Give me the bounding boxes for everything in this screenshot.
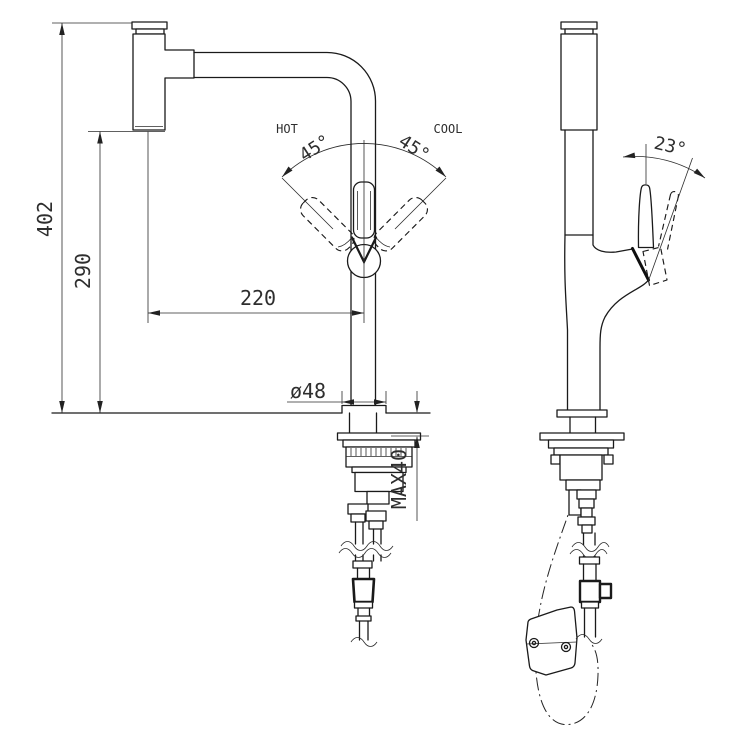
side-undercounter xyxy=(539,432,625,644)
dim-290: 290 xyxy=(71,253,95,289)
side-shank xyxy=(569,416,597,434)
dim-max40: MAX40 xyxy=(387,449,411,509)
side-hose-break-end xyxy=(575,634,603,644)
cool-angle: 45° xyxy=(395,131,434,166)
hose-tube-2 xyxy=(357,607,371,617)
side-spout-cap xyxy=(560,21,598,30)
counterweight-screw-left xyxy=(528,637,540,649)
handle-socket-face xyxy=(631,247,650,282)
mounting-washer xyxy=(342,439,416,448)
arc-arrow-right xyxy=(435,166,446,177)
side-tee-outlet xyxy=(598,582,613,600)
front-view: 402 290 220 ø48 MAX40 HOT COOL 45° 45° xyxy=(33,21,463,647)
hose-tube xyxy=(356,567,371,580)
side-body-left xyxy=(564,234,569,411)
counterweight-screw-right xyxy=(560,641,572,653)
hose-tube-3 xyxy=(358,620,369,641)
side-bolt-right xyxy=(603,454,614,465)
dim-diameter: ø48 xyxy=(290,379,326,403)
side-valve-body xyxy=(559,454,603,481)
hose-counterweight xyxy=(525,606,578,676)
hose-break-lines xyxy=(338,541,394,558)
side-upper-column xyxy=(564,129,594,236)
hose-break-end xyxy=(350,637,378,647)
side-body-right xyxy=(592,234,634,253)
tilt-arrow-right xyxy=(693,168,705,178)
side-hose-break xyxy=(569,542,610,559)
front-undercounter xyxy=(336,412,422,647)
hose-fitting-right xyxy=(365,510,387,522)
lever-tilt-reference xyxy=(647,157,693,283)
hose-fitting-left xyxy=(347,503,369,515)
hot-label: HOT xyxy=(276,122,298,136)
side-handle-socket-dashed xyxy=(642,246,668,287)
tilt-angle: 23° xyxy=(652,133,688,161)
mounting-shank xyxy=(348,412,378,434)
hose-fitting-left-2 xyxy=(350,513,366,523)
lock-nut-serrations xyxy=(346,448,412,457)
side-handle-lever-dashed xyxy=(657,191,680,250)
side-view: 23° xyxy=(525,21,706,726)
dim-402: 402 xyxy=(33,201,57,237)
handle-v-flares xyxy=(337,237,391,248)
cool-label: COOL xyxy=(434,122,463,136)
spout-cap-ring xyxy=(135,28,165,35)
side-clamp-1 xyxy=(547,439,615,449)
side-escutcheon xyxy=(556,409,608,418)
side-spout-cap-ring xyxy=(564,28,594,35)
side-hose xyxy=(582,532,596,558)
side-tee-fitting xyxy=(578,579,602,604)
spout-arm-outer xyxy=(193,51,377,406)
angle-reference-lines xyxy=(281,177,447,230)
side-body-boss-bottom xyxy=(599,279,650,411)
connector-collar xyxy=(353,601,374,609)
side-bolt-left xyxy=(550,454,561,465)
base-ring xyxy=(341,404,387,414)
spout-arm-inner xyxy=(193,76,352,406)
quick-connector xyxy=(351,577,376,604)
hose-collar xyxy=(352,560,373,569)
hot-angle: 45° xyxy=(296,131,335,166)
supply-hoses xyxy=(354,521,382,562)
valve-tab xyxy=(366,490,390,505)
handle-dashed-left xyxy=(299,196,355,252)
tilt-arc xyxy=(622,156,706,179)
dim-220: 220 xyxy=(240,286,276,310)
side-spout-head xyxy=(560,33,598,131)
handle-lever-facets xyxy=(357,191,371,230)
pullout-hose-loop xyxy=(534,498,599,726)
side-mounting-plate xyxy=(539,432,625,441)
side-handle-lever xyxy=(637,184,655,249)
side-hose-collar xyxy=(578,556,601,565)
arc-arrow-left xyxy=(282,166,293,177)
spout-head xyxy=(132,33,195,131)
handle-dashed-right xyxy=(373,196,429,252)
side-clamp-2 xyxy=(553,447,609,456)
hose-collar-2 xyxy=(355,615,372,622)
spout-cap xyxy=(131,21,168,30)
hose-fitting-right-2 xyxy=(368,520,384,530)
side-valve-lower xyxy=(565,479,601,491)
mounting-plate xyxy=(336,432,422,441)
tilt-arrow-left xyxy=(623,152,636,159)
